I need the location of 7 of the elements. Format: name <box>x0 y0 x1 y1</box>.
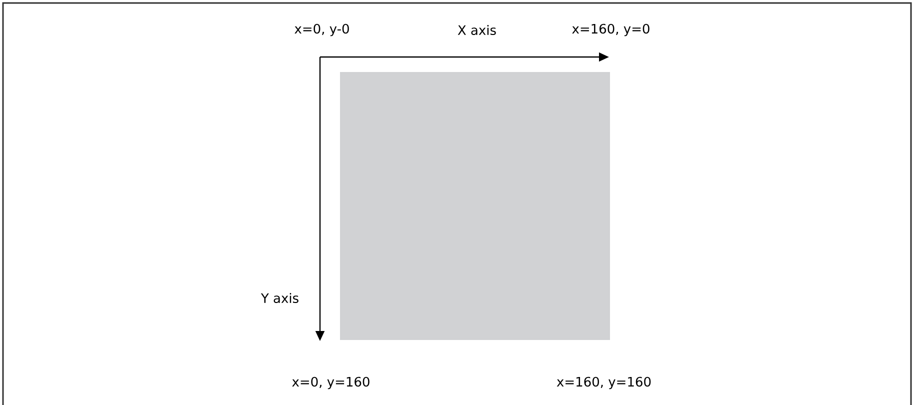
axis-label: x=160, y=0 <box>572 24 650 36</box>
axis-label: x=160, y=160 <box>556 376 651 390</box>
axis-label: X axis <box>458 24 496 36</box>
axis-label: Y axis <box>260 292 298 304</box>
axis-label: x=0, y=160 <box>292 376 370 390</box>
square <box>340 72 610 340</box>
axis-label: x=0, y-0 <box>294 24 349 36</box>
